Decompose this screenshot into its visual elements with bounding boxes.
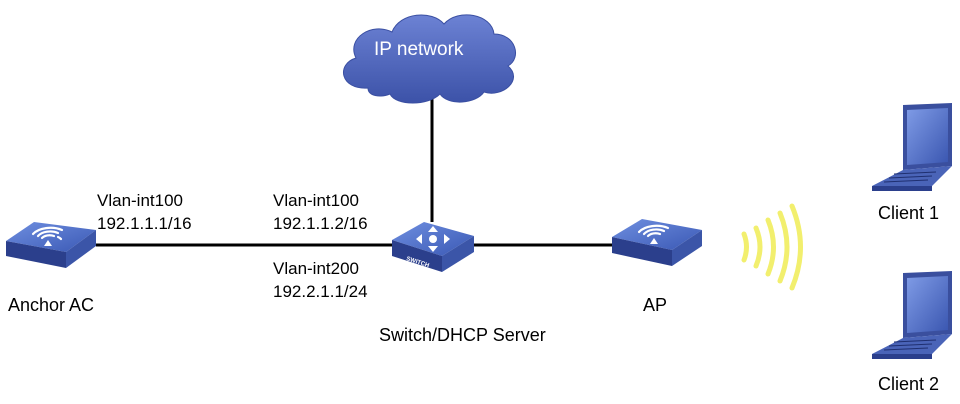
- wireless-signal-icon: [741, 203, 803, 291]
- ip-network-cloud-icon: [343, 14, 517, 104]
- client-1-name: Client 1: [878, 203, 940, 223]
- switch-ip2-label: 192.2.1.1/24: [273, 282, 368, 301]
- anchor-ac-interface-label: Vlan-int100: [97, 191, 184, 210]
- client-2-laptop-icon: [872, 271, 952, 359]
- anchor-ac-icon: [6, 222, 96, 268]
- switch-if1-label: Vlan-int100: [273, 191, 360, 210]
- ap-name: AP: [643, 295, 668, 315]
- anchor-ac-ip-label: 192.1.1.1/16: [97, 214, 192, 233]
- client-2-name: Client 2: [878, 374, 940, 394]
- switch-name: Switch/DHCP Server: [379, 325, 546, 345]
- anchor-ac-name: Anchor AC: [8, 295, 95, 315]
- ap-icon: [612, 219, 702, 266]
- switch-icon: [392, 222, 474, 272]
- switch-ip1-label: 192.1.1.2/16: [273, 214, 368, 233]
- switch-if2-label: Vlan-int200: [273, 259, 360, 278]
- cloud-label: IP network: [374, 39, 464, 60]
- client-1-laptop-icon: [872, 103, 952, 191]
